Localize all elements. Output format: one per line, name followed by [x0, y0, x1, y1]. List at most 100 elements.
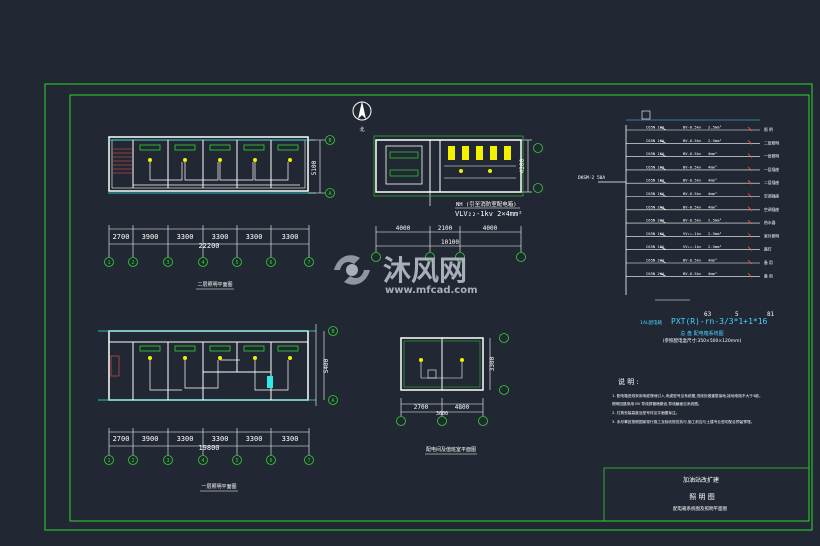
circuit-cable: BV-0.5kv [683, 271, 702, 276]
circuit-mark [747, 273, 753, 278]
axis-mark: 6 [269, 260, 272, 266]
note-line: 2. 灯具安装高度及型号详见平面图标注。 [612, 410, 679, 415]
circuit-size: 4mm² [708, 204, 717, 209]
breaker-symbol [659, 273, 667, 277]
circuit-size: 4mm² [708, 191, 717, 196]
watermark: 沐风网 www.mfcad.com [334, 254, 478, 296]
dim: 3300 [246, 233, 263, 241]
dim: 2100 [438, 225, 453, 232]
dim: 3300 [177, 233, 194, 241]
circuit-size: 2.5mm² [708, 244, 722, 249]
breaker-symbol [659, 233, 667, 237]
axis-mark: 1 [107, 260, 110, 266]
dim: 3300 [282, 435, 299, 443]
small-room-plan: 2700 4800 3600 3300 配电间及值班室平面图 [396, 333, 509, 455]
circuit-cable: BV-0.5kv [683, 258, 702, 263]
circuit-mark [747, 126, 753, 132]
circuit-label: 热水器 [764, 220, 776, 225]
breaker-symbol [659, 126, 667, 131]
circuit-mark [747, 233, 753, 238]
axis-mark: 7 [307, 458, 310, 464]
dim: 4800 [455, 404, 470, 411]
breaker-symbol [659, 179, 667, 184]
axis-mark: 7 [307, 260, 310, 266]
dim: 3300 [212, 435, 229, 443]
project-name: 加油站改扩建 [683, 476, 719, 484]
axis-mark: 3 [166, 260, 169, 266]
circuit-cable: BV-0.5kv [683, 138, 702, 143]
circuit-cable: BV-0.5kv [683, 164, 702, 169]
circuit-size: 4mm² [708, 164, 717, 169]
circuit-mark [747, 153, 753, 158]
notes-heading: 说 明 : [618, 377, 639, 386]
axis-mark: 4 [201, 458, 204, 464]
sheet-name: 照 明 图 [689, 493, 714, 501]
circuit-cable: VV₂₂-1kv [683, 244, 702, 249]
outer-frame [44, 83, 813, 531]
circuit-mark [747, 219, 753, 225]
panel-model-num: 5 [735, 311, 739, 318]
dim: 3900 [142, 233, 159, 241]
dim: 2700 [414, 404, 429, 411]
circuit-mark [747, 179, 753, 185]
panel-model: PXT(R)-rn-3/3*1+1*16 [671, 317, 768, 326]
north-label: 北 [359, 126, 364, 133]
panel-model-num: 81 [767, 311, 775, 318]
dim-total: 19800 [198, 444, 219, 452]
dim: 3300 [246, 435, 263, 443]
circuit-breaker: C65N 20A [646, 218, 665, 223]
circuit-cable: BV-0.5kv [683, 151, 702, 156]
second-floor-side-dim: 5100 [311, 160, 318, 175]
circuit-breaker: C65N 10A [646, 138, 665, 143]
axis-mark: 5 [235, 260, 238, 266]
axis-mark: 2 [131, 458, 134, 464]
circuit-cable: BV-0.5kv [683, 191, 702, 196]
toilet-cable-spec: VLV₂₂-1kv 2×4mm² [455, 210, 522, 218]
circuit-size: 4mm² [708, 258, 717, 263]
circuit-breaker: C65N 16A [646, 231, 665, 236]
circuit-cable: VV₂₂-1kv [683, 231, 702, 236]
circuit-label: 室外照明 [764, 233, 779, 238]
circuit-breaker: C65N 16A [646, 151, 665, 156]
circuit-mark [747, 206, 753, 212]
circuit-cable: BV-0.5kv [683, 218, 702, 223]
row-mark: A [331, 398, 334, 404]
circuit-label: 备 用 [764, 260, 773, 265]
circuit-breaker: C65N 16A [646, 191, 665, 196]
circuit-mark [747, 166, 753, 172]
breaker-symbol [659, 153, 667, 157]
axis-mark: 4 [201, 260, 204, 266]
note-line: 照明回路采用 BV 导线穿管暗敷设,导线截面见系统图。 [612, 401, 702, 406]
circuit-size: 2.5mm² [708, 218, 722, 223]
dim: 3300 [489, 356, 496, 371]
toilet-plan: NH (引至消防室配电箱) VLV₂₂-1kv 2×4mm² 4000 2100… [371, 135, 543, 262]
circuit-breaker: C65N 20A [646, 271, 665, 276]
circuit-label: 备 用 [764, 273, 773, 278]
note-line: 1. 配电箱进线采用电缆埋地引入,电缆型号见系统图,进线处做重复接地,接地电阻不… [612, 393, 763, 398]
second-floor-plan: B A 5100 2700 3900 3300 3300 3300 3300 2… [104, 135, 335, 290]
incoming-breaker: DKSM-2 50A [578, 175, 605, 181]
dim: 4000 [396, 225, 411, 232]
toilet-cable-note: NH (引至消防室配电箱) [456, 200, 517, 208]
circuit-breaker: C65N 16A [646, 244, 665, 249]
dim: 3900 [142, 435, 159, 443]
circuit-breaker: C65N 16A [646, 164, 665, 169]
north-arrow: 北 [352, 101, 372, 133]
second-floor-title: 二层照明平面图 [197, 282, 232, 288]
dim: 3300 [212, 233, 229, 241]
circuit-mark [747, 193, 753, 198]
first-floor-side-dim: 5400 [323, 358, 330, 373]
panel-model-prefix: 1AL配电箱 [640, 319, 662, 326]
circuit-label: 一层插座 [764, 167, 779, 172]
row-mark: B [328, 138, 331, 144]
watermark-brand: 沐风网 [383, 254, 467, 287]
dim-total: 10100 [441, 239, 459, 246]
title-block: 加油站改扩建 照 明 图 配电箱系统图及照明平面图 [673, 476, 727, 512]
circuit-label: 路灯 [764, 247, 772, 252]
circuit-label: 空调插座 [764, 194, 779, 199]
sheet-subtitle: 配电箱系统图及照明平面图 [673, 505, 727, 512]
circuit-cable: BV-0.5kv [683, 125, 702, 130]
note-line: 3. 未尽事宜按照国家现行施工及验收规范执行,施工前应与土建专业密切配合预留预埋… [612, 419, 754, 424]
small-room-title: 配电间及值班室平面图 [426, 446, 476, 453]
